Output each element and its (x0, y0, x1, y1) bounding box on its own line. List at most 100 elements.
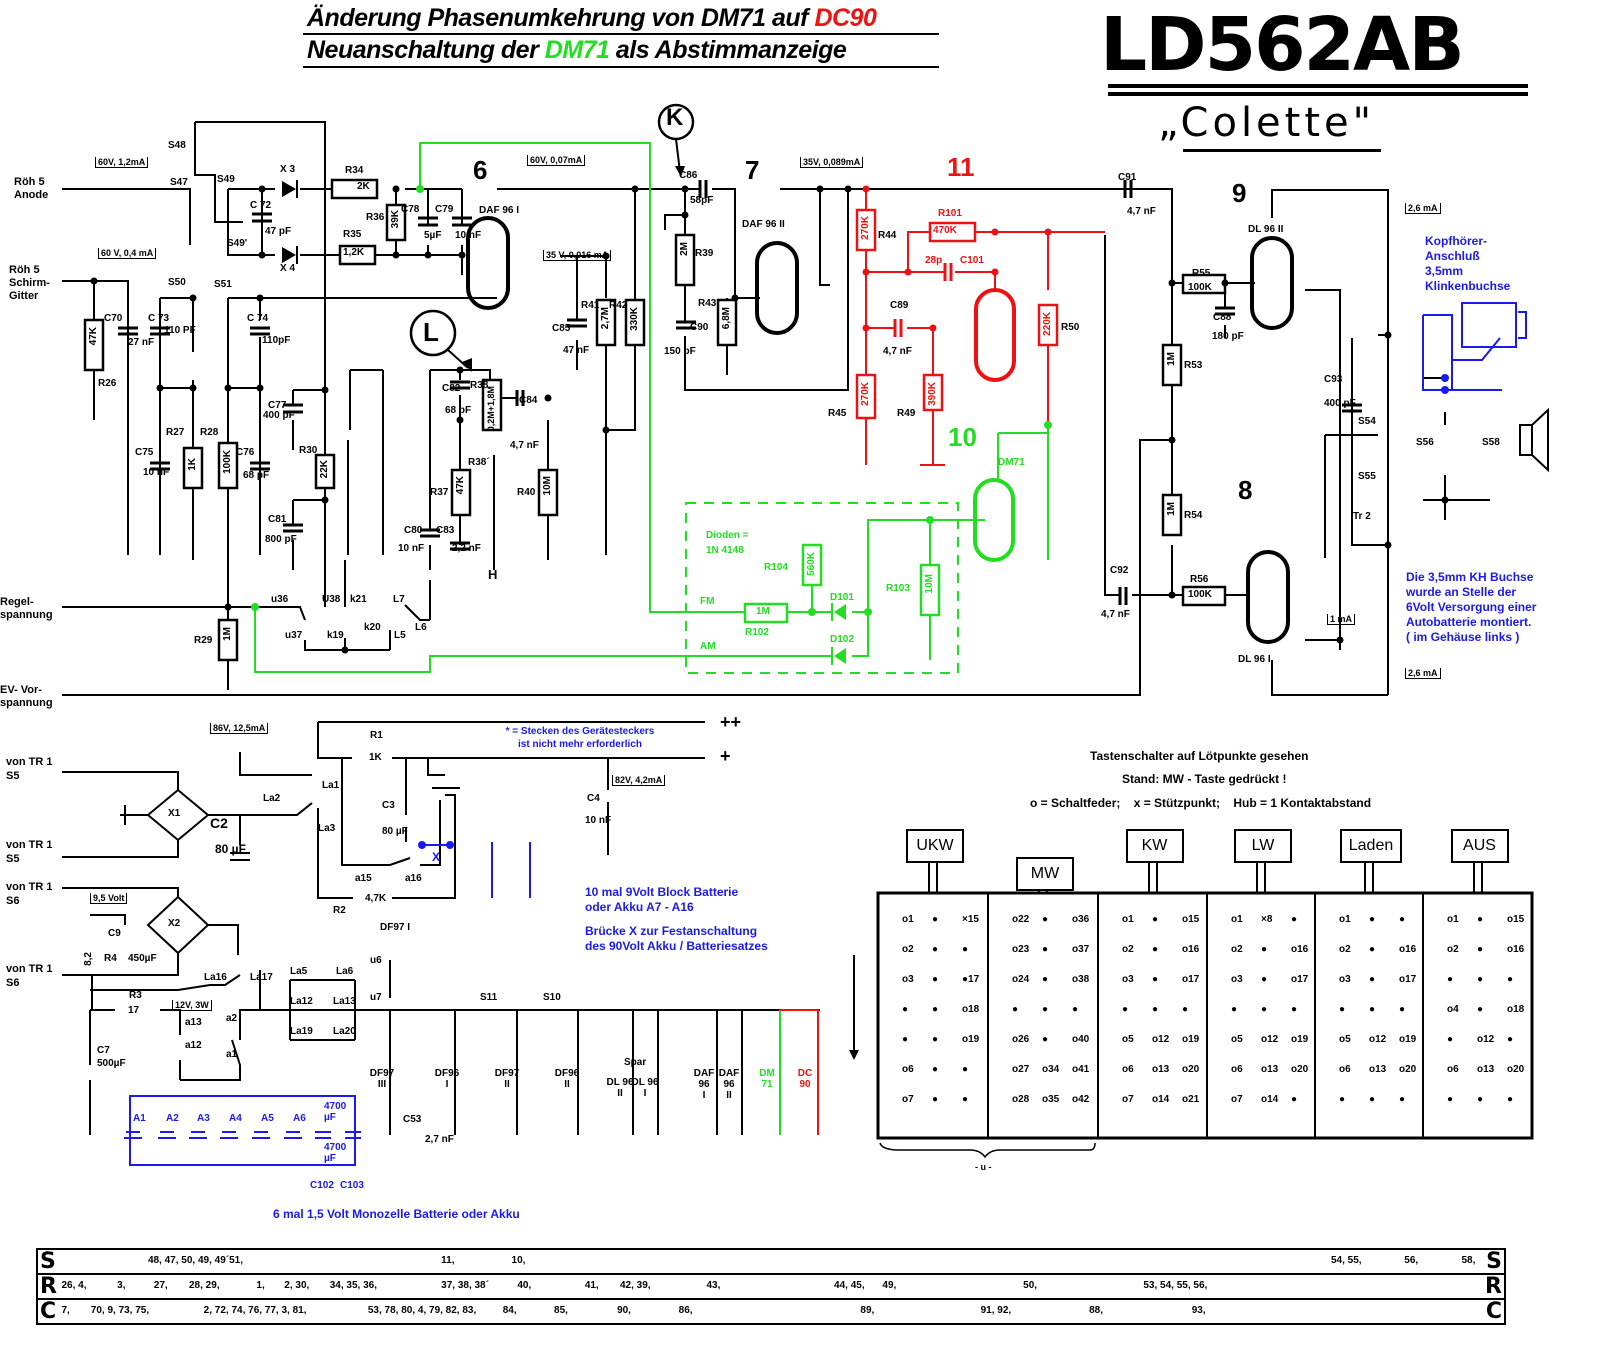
switch-key-ukw[interactable]: UKW (906, 829, 964, 863)
switch-contact: o14 (1261, 1094, 1279, 1105)
switch-contact: o12 (1477, 1034, 1495, 1045)
roeh5-schirm-l1: Röh 5 (9, 264, 40, 276)
label-c79v: 10 nF (455, 230, 482, 241)
switch-contact: ● (1447, 1094, 1454, 1105)
label-la17: La17 (250, 972, 273, 983)
switch-contact: ● (1477, 944, 1484, 955)
switch-contact: o19 (962, 1034, 980, 1045)
label-a6: A6 (293, 1113, 306, 1124)
switch-contact: o19 (1399, 1034, 1417, 1045)
filament-tube-sub: II (504, 1079, 510, 1090)
legend-item: 10, (511, 1255, 526, 1266)
switch-contact: o13 (1152, 1064, 1170, 1075)
switch-contact: o18 (962, 1004, 980, 1015)
label-c73: C 73 (148, 313, 170, 324)
switch-contact: o13 (1369, 1064, 1387, 1075)
label-r55v: 100K (1188, 282, 1212, 293)
resistor-r41 (595, 298, 617, 347)
label-c82v: 68 pF (445, 405, 472, 416)
model-name: „Colette" (1158, 100, 1376, 146)
kh-l5: ( im Gehäuse links ) (1406, 630, 1520, 644)
label-c79: C79 (435, 204, 454, 215)
filament-tube-name: DF96 (554, 1068, 580, 1079)
switch-key-aus[interactable]: AUS (1450, 829, 1509, 863)
heading-line-2: Neuanschaltung der DM71 als Abstimmanzei… (307, 36, 847, 65)
switch-key-kw[interactable]: KW (1125, 829, 1184, 863)
label-c82: C82 (442, 383, 461, 394)
legend-item: 84, (502, 1305, 517, 1316)
switch-contact: ● (1291, 914, 1298, 925)
tr1-s5b-l1: von TR 1 (6, 839, 53, 851)
tr1-s6b-l2: S6 (6, 977, 20, 989)
legend-item: 37, 38, 38´ (441, 1280, 489, 1291)
switch-contact: o1 (1447, 914, 1459, 925)
switch-contact: ● (1072, 1004, 1079, 1015)
resistors (83, 178, 1227, 662)
label-r35: R35 (343, 229, 362, 240)
label-c9v: 450µF (128, 953, 157, 964)
label-c90: C90 (690, 322, 709, 333)
switch-key-lw[interactable]: LW (1234, 829, 1292, 863)
label-spar: Spar (624, 1057, 647, 1068)
switch-contact: ● (1261, 974, 1268, 985)
label-regelspannung: Regel-spannung (0, 596, 53, 622)
label-df97i: DF97 I (380, 922, 411, 933)
resistor-r44 (855, 208, 877, 252)
label-k21: k21 (350, 594, 367, 605)
label-s11: S11 (480, 992, 498, 1003)
switch-contact: o3 (1339, 974, 1351, 985)
junctions (90, 185, 1449, 654)
filament-tube-sub: II (617, 1088, 623, 1099)
label-c2: C2 (210, 815, 228, 831)
switch-contact: o1 (1231, 914, 1243, 925)
headphone-l3: 3,5mm (1425, 264, 1464, 278)
legend-item: 43, (706, 1280, 721, 1291)
switch-key-stem (1038, 890, 1048, 893)
label-c3: C3 (382, 800, 395, 811)
switch-contact: o7 (1231, 1094, 1243, 1105)
heading-1-text: Änderung Phasenumkehrung von DM71 auf (307, 4, 815, 32)
label-r3v: 17 (128, 1005, 140, 1016)
switch-contact: o20 (1399, 1064, 1417, 1075)
power-supply-wiring (62, 721, 820, 1135)
label-r102v: 1M (756, 606, 770, 617)
switch-contact: o14 (1152, 1094, 1170, 1105)
filament-wiring-colored (779, 1009, 819, 1135)
label-r42v: 330K (629, 307, 640, 331)
label-m2: 60 V, 0,4 mA (98, 248, 157, 259)
switch-contact: o20 (1182, 1064, 1200, 1075)
label-r27v: 1K (187, 458, 198, 471)
switch-key-mw[interactable]: MW (1016, 857, 1074, 891)
switch-contact: o22 (1012, 914, 1030, 925)
label-m4: 35 V, 0,016 mA (543, 250, 612, 261)
battery-wiring (124, 842, 531, 1166)
label-c86v: 58pF (690, 195, 714, 206)
kh-l1: Die 3,5mm KH Buchse (1406, 570, 1534, 584)
label-c84v: 4,7 nF (510, 440, 539, 451)
switch-contact: ×8 (1261, 914, 1273, 925)
label-m10: 82V, 4,2mA (612, 775, 666, 786)
switch-contact: o5 (1231, 1034, 1243, 1045)
label-la20: La20 (333, 1026, 356, 1037)
kh-l2: wurde an Stelle der (1406, 585, 1517, 599)
label-r1v: 1K (369, 752, 382, 763)
plug-l2: ist nicht mehr erforderlich (518, 739, 642, 750)
switch-panel-title: Tastenschalter auf Lötpunkte gesehen (1090, 749, 1309, 763)
switch-contact: o35 (1042, 1094, 1060, 1105)
filament-tube-sub: 71 (761, 1079, 773, 1090)
label-c91: C91 (1118, 172, 1137, 183)
switch-contact: ● (932, 1094, 939, 1105)
switch-contact: o13 (1477, 1064, 1495, 1075)
switch-key-laden[interactable]: Laden (1340, 829, 1402, 863)
note-bridge: Brücke X zur Festanschaltung des 90Volt … (585, 924, 768, 954)
switch-contact: ● (1122, 1004, 1129, 1015)
label-r26: R26 (98, 378, 117, 389)
label-s49p: S49' (227, 238, 248, 249)
resistor-r36 (385, 203, 407, 242)
legend-item: 90, (617, 1305, 631, 1316)
filament-tube-sub: II (564, 1079, 570, 1090)
resistor-r38 (481, 378, 503, 432)
label-r40v: 10M (542, 476, 553, 496)
